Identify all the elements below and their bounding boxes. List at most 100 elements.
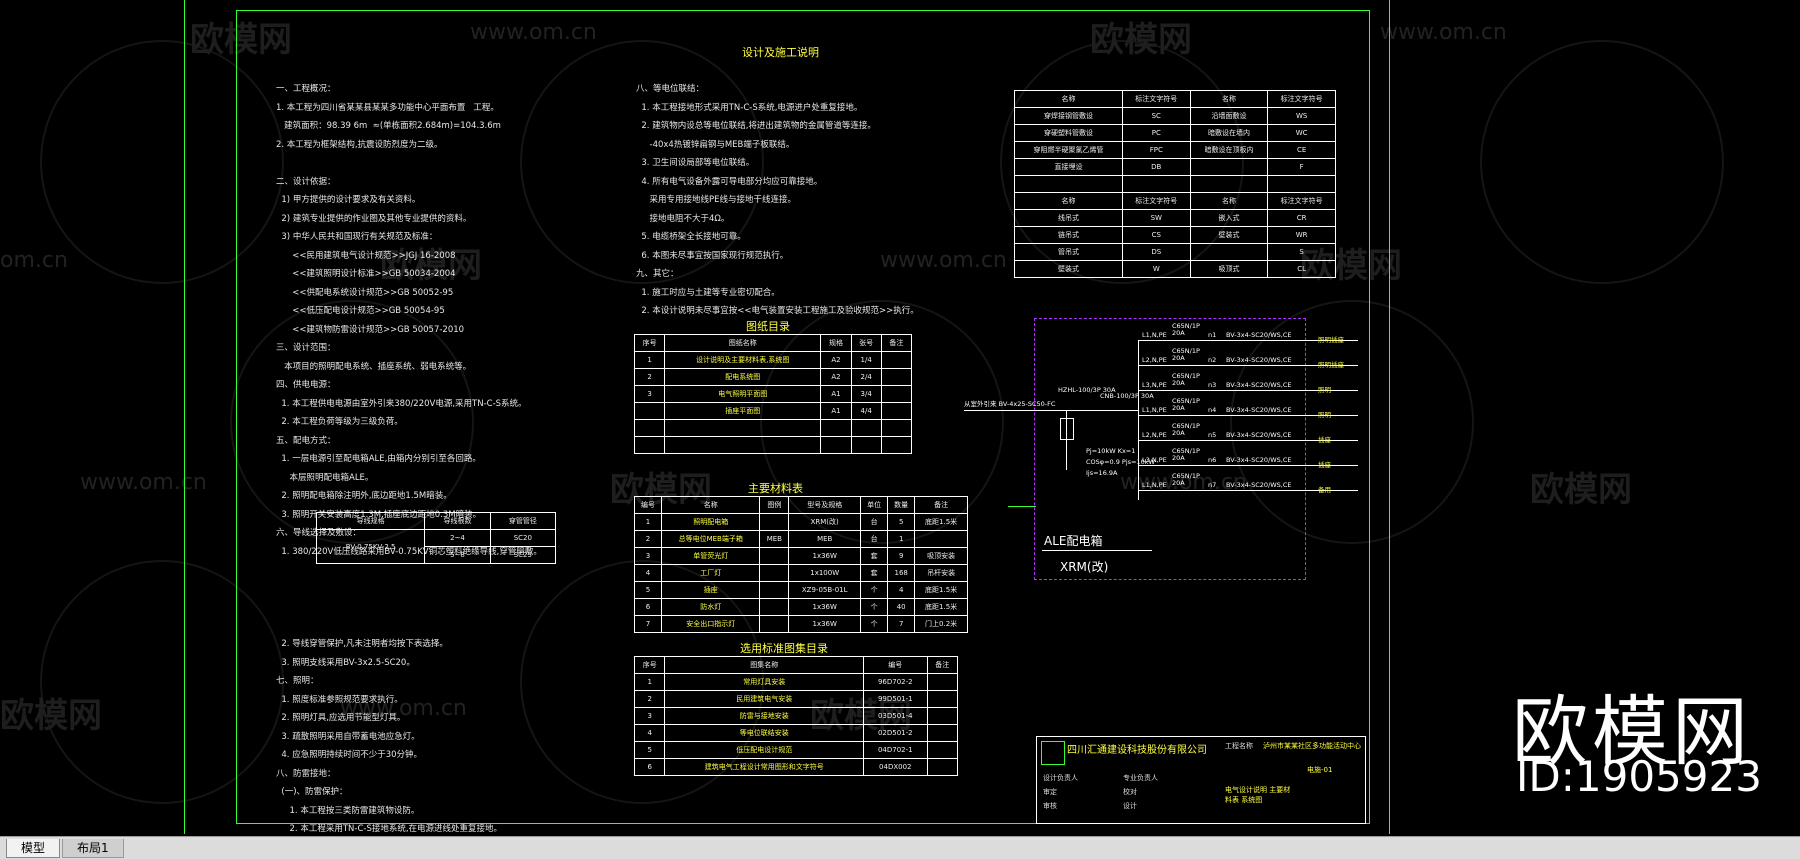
watermark-circle <box>1230 300 1474 544</box>
table-cell: 6 <box>633 758 666 776</box>
table-cell: 9 <box>887 547 916 565</box>
company-logo-icon <box>1041 741 1065 765</box>
table-cell <box>633 402 666 420</box>
table-cell <box>926 758 959 776</box>
table-cell: 2 <box>634 530 662 548</box>
table-cell: WC <box>1267 124 1336 142</box>
circuit-id: n2 <box>1208 356 1217 364</box>
table-header: 备注 <box>880 334 913 352</box>
watermark-brand: 欧模网 <box>0 696 102 736</box>
table-cell: CL <box>1267 260 1336 278</box>
model-id: ID:1905923 <box>1516 752 1762 801</box>
circuit-load: 插座 <box>1318 461 1331 469</box>
watermark-circle <box>1480 40 1724 284</box>
incoming-feeder: 从室外引来 BV-4x25-SC50-FC <box>964 400 1056 408</box>
circuit-id: n3 <box>1208 381 1217 389</box>
table-header: 图例 <box>759 496 790 514</box>
table-cell: 03D501-4 <box>863 707 928 725</box>
table-cell <box>664 436 822 454</box>
watermark-brand: 欧模网 <box>380 246 482 286</box>
table-cell: 低压配电设计规范 <box>664 741 865 759</box>
ale-label-underline <box>1042 550 1152 551</box>
table-cell: XZ9-05B-01L <box>788 581 862 599</box>
circuit-breaker: C65N/1P 20A <box>1172 347 1200 362</box>
table-cell: 2 <box>633 690 666 708</box>
table-row <box>633 419 913 437</box>
watermark-circle <box>40 560 284 804</box>
circuit-line <box>1138 415 1358 416</box>
design-notes-right: 八、等电位联结： 1. 本工程接地形式采用TN-C-S系统,电源进户处重复接地。… <box>636 84 919 316</box>
table-cell: 链吊式 <box>1014 226 1123 244</box>
circuit-breaker: C65N/1P 20A <box>1172 447 1200 462</box>
company-name: 四川汇通建设科技股份有限公司 <box>1067 745 1207 756</box>
table-cell: 工厂灯 <box>660 564 761 582</box>
table-cell <box>759 581 790 599</box>
drawing-name: 电气设计说明 主要材料表 系统图 <box>1225 786 1291 804</box>
table-cell: 5 <box>887 513 916 531</box>
tab-layout1[interactable]: 布局1 <box>62 839 124 858</box>
table-cell: 暗敷设在顶板内 <box>1189 141 1269 159</box>
table-header: 型号及规格 <box>788 496 862 514</box>
title-block-field: 设计 <box>1123 802 1137 810</box>
circuit-id: n4 <box>1208 406 1217 414</box>
table-header: 规格 <box>820 334 852 352</box>
watermark-circle <box>520 40 764 284</box>
table-cell <box>633 436 666 454</box>
table-cell: 3/4 <box>850 385 882 403</box>
watermark-brand: 欧模网 <box>1090 20 1192 60</box>
table-cell: 4 <box>887 581 916 599</box>
table-cell: 96D702-2 <box>863 673 928 691</box>
table-header: 标注文字符号 <box>1121 90 1191 108</box>
circuit-cable: BV-3x4-SC20/WS,CE <box>1226 456 1292 464</box>
table-row <box>1014 175 1336 193</box>
table-cell: 1x36W <box>788 615 862 633</box>
table-cell: 套 <box>860 564 889 582</box>
table-cell: S <box>1267 243 1336 261</box>
circuit-id: n6 <box>1208 456 1217 464</box>
table-cell: CS <box>1121 226 1191 244</box>
tab-model[interactable]: 模型 <box>6 839 61 858</box>
circuit-line <box>1138 465 1358 466</box>
table-cell: 建筑电气工程设计常用图形和文字符号 <box>664 758 865 776</box>
cad-drawing-canvas[interactable]: 欧模网 www.om.cn 欧模网 www.om.cn om.cn 欧模网 ww… <box>0 0 1800 836</box>
table-cell <box>820 419 852 437</box>
circuit-cable: BV-3x4-SC20/WS,CE <box>1226 356 1292 364</box>
table-cell: 安全出口指示灯 <box>660 615 761 633</box>
circuit-load: 照明插座 <box>1318 361 1344 369</box>
table-cell: MEB <box>788 530 862 548</box>
table-header: 标注文字符号 <box>1267 90 1336 108</box>
table-cell: 台 <box>860 530 889 548</box>
second-breaker: CNB-100/3P 30A <box>1100 392 1154 400</box>
table-cell: 1x36W <box>788 547 862 565</box>
project-name: 泸州市某某社区多功能活动中心 <box>1263 742 1361 750</box>
circuit-breaker: C65N/1P 20A <box>1172 372 1200 387</box>
table-cell: 吊杆安装 <box>914 564 968 582</box>
table-cell: 防水灯 <box>660 598 761 616</box>
table-cell <box>850 436 882 454</box>
watermark-url: www.om.cn <box>1380 20 1507 45</box>
table-header: 备注 <box>926 656 959 674</box>
table-cell <box>926 707 959 725</box>
circuit-load: 备用 <box>1318 486 1331 494</box>
table-cell <box>914 530 968 548</box>
table-cell: 等电位联结安装 <box>664 724 865 742</box>
table-cell: 168 <box>887 564 916 582</box>
table-cell: 04D702-1 <box>863 741 928 759</box>
table-cell: 2/4 <box>850 368 882 386</box>
table-cell: DS <box>1121 243 1191 261</box>
table-cell: 嵌入式 <box>1189 209 1269 227</box>
table-cell: 1/4 <box>850 351 882 369</box>
table-cell: 1 <box>633 351 666 369</box>
